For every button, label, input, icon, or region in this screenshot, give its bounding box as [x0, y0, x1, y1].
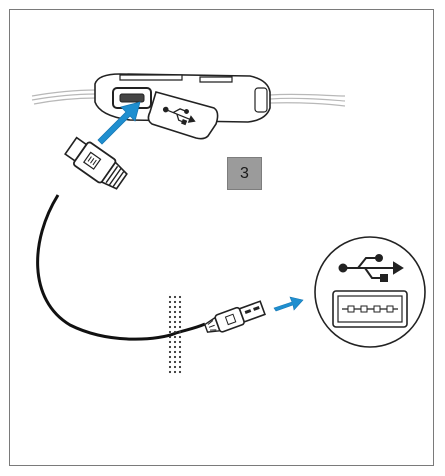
- step-number-badge: 3: [227, 157, 262, 190]
- usb-cable: [36, 194, 206, 341]
- usb-port-icon: [314, 236, 426, 348]
- arrow-right-icon: [273, 296, 304, 312]
- cable-break-mark: [168, 295, 182, 374]
- micro-usb-plug: [64, 136, 128, 190]
- usb-symbol-icon: [162, 106, 196, 126]
- port-cover-flap: [147, 91, 219, 140]
- usb-a-plug: [203, 300, 266, 333]
- usb-symbol-icon: [338, 254, 404, 282]
- neckband-wires: [31, 89, 346, 107]
- arrow-insert-icon: [97, 101, 141, 145]
- control-unit: [94, 73, 271, 140]
